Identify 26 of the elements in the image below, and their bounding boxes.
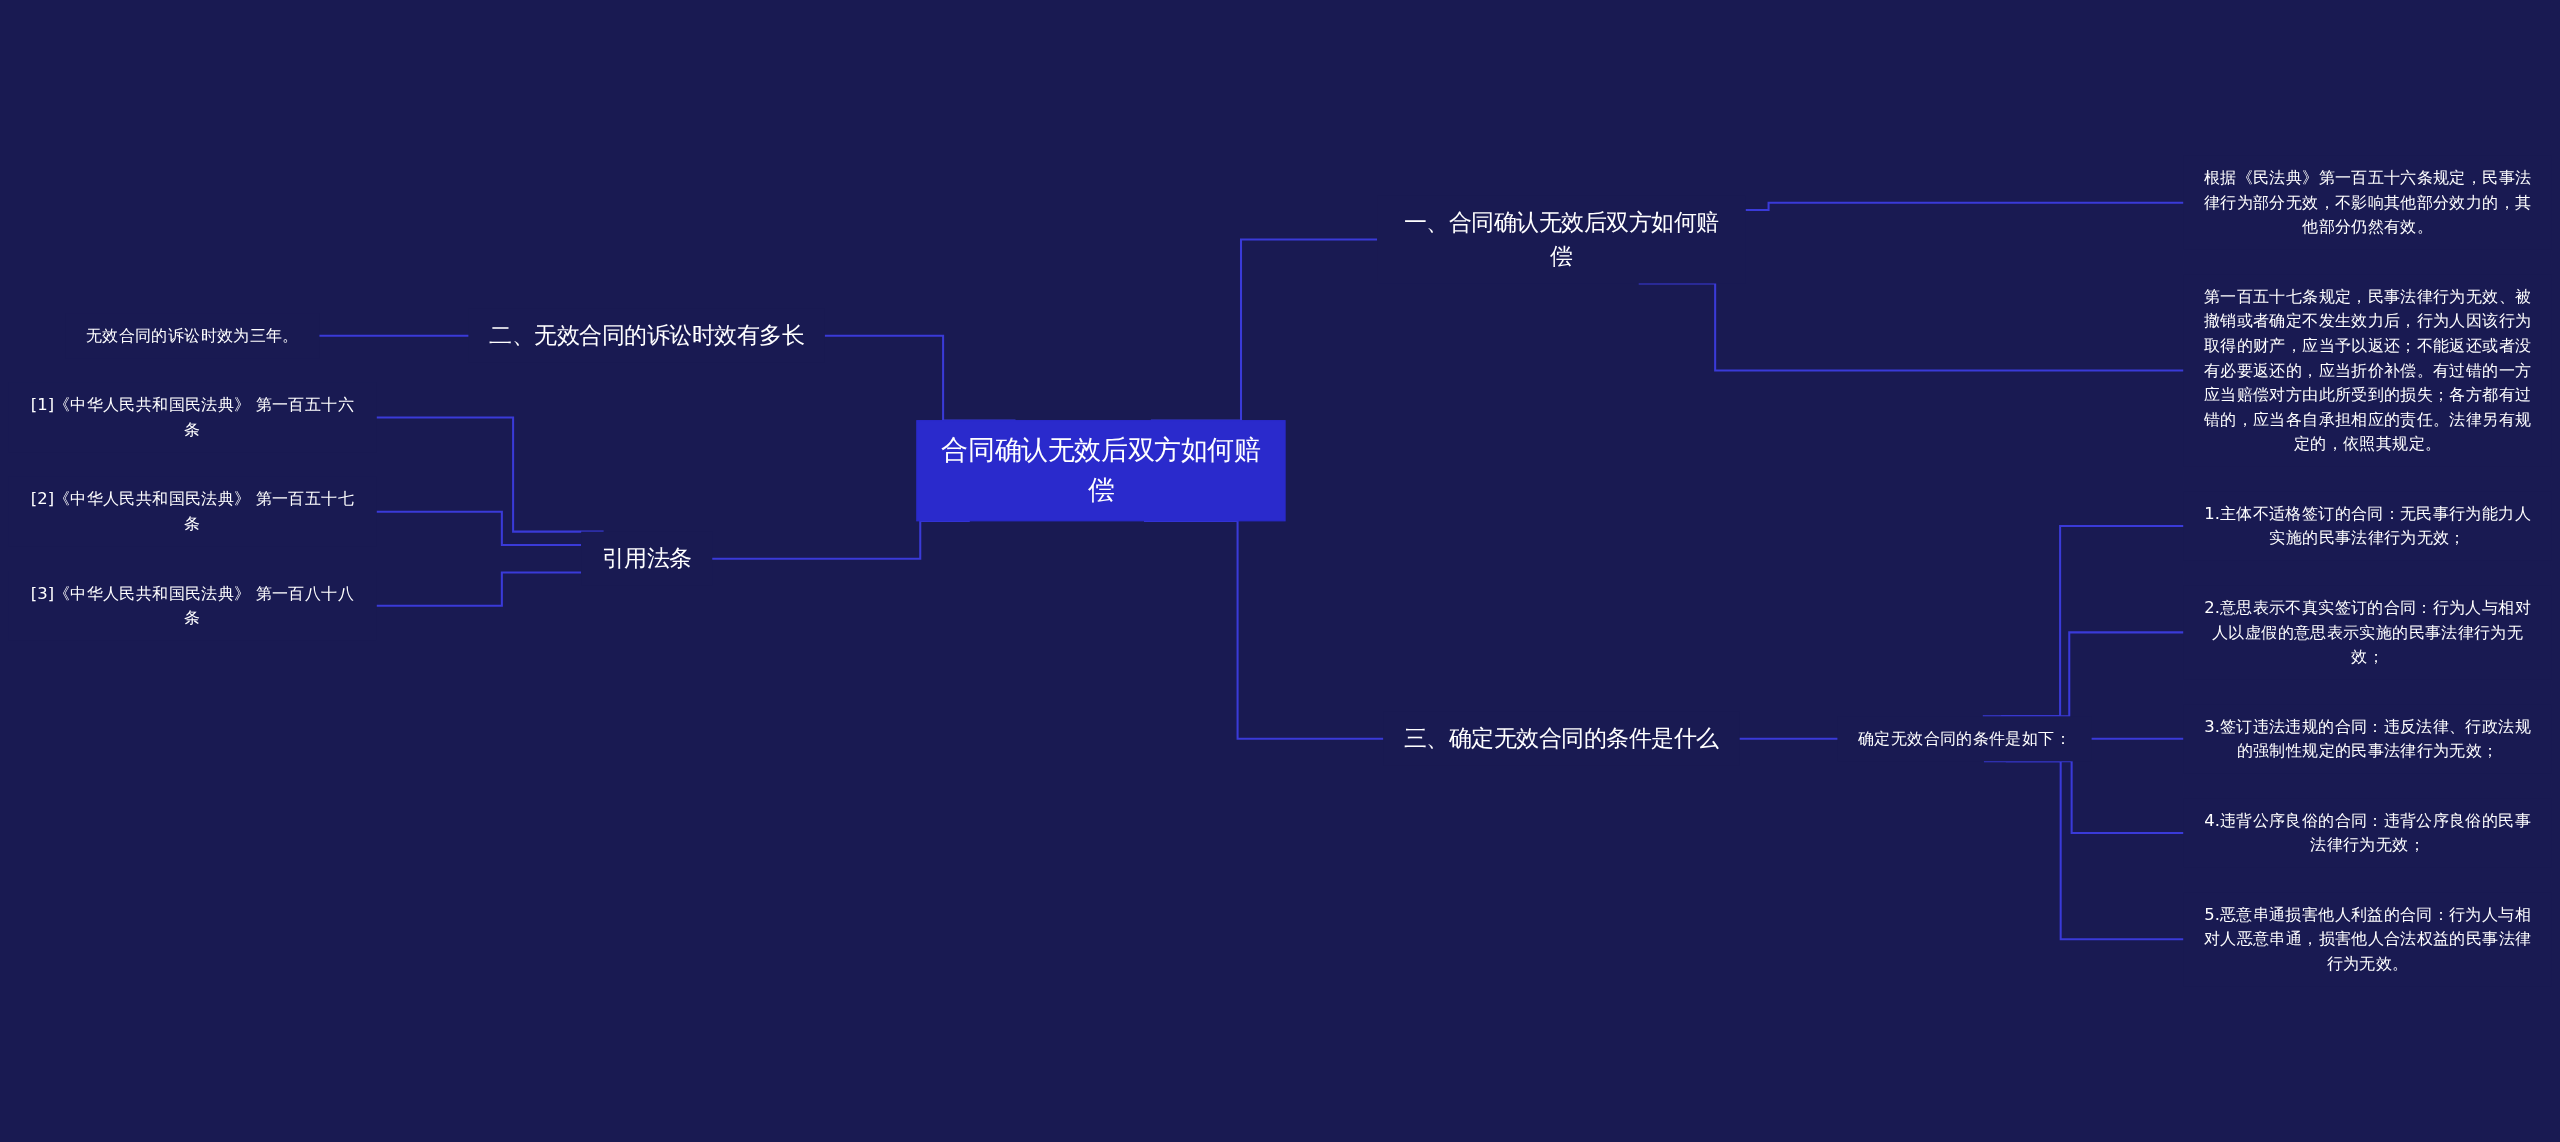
- node-text: 三、确定无效合同的条件是什么: [1403, 726, 1719, 752]
- connector: [1739, 737, 1838, 740]
- node-text: 5.恶意串通损害他人利益的合同：行为人与相对人恶意串通，损害他人合法权益的民事法律行为无效。: [2203, 904, 2532, 974]
- node-text: 4.违背公序良俗的合同：违背公序良俗的民事法律行为无效；: [2204, 810, 2531, 855]
- connector: [376, 571, 582, 607]
- node-text: 1.主体不适格签订的合同：无民事行为能力人实施的民事法律行为无效；: [2204, 503, 2531, 548]
- connector: [1982, 524, 2184, 718]
- node-text: 3.签订违法违规的合同：违反法律、行政法规的强制性规定的民事法律行为无效；: [2204, 716, 2531, 761]
- node-text: 二、无效合同的诉讼时效有多长: [489, 322, 805, 349]
- node-text: [3]《中华人民共和国民法典》 第一百八十八条: [30, 583, 354, 628]
- node-text: 第一百五十七条规定，民事法律行为无效、被撤销或者确定不发生效力后，行为人因该行为取得的财产，应当予以返还；不能返还或者没有必要返还的，应当折价补偿。有过错的一方应当赔偿对方由此所受到的损失；各方都有过错的，应当各自承担相应的责任。法律另有规定的，依照其规定。: [2203, 286, 2532, 454]
- node-text: 根据《民法典》第一百五十六条规定，民事法律行为部分无效，不影响其他部分效力的，其他部分仍然有效。: [2203, 167, 2532, 237]
- connector: [1983, 760, 2184, 941]
- connector: [1638, 282, 2184, 372]
- connector: [376, 416, 604, 533]
- node-box: 合同确认无效后双方如何赔偿: [916, 420, 1286, 522]
- node-text: 引用法条: [601, 545, 692, 572]
- connector: [319, 334, 469, 337]
- connector: [1745, 201, 2184, 212]
- node-text: 无效合同的诉讼时效为三年。: [85, 325, 299, 345]
- connector: [376, 510, 582, 546]
- node-text: [1]《中华人民共和国民法典》 第一百五十六条: [30, 395, 354, 440]
- node-text: [2]《中华人民共和国民法典》 第一百五十七条: [30, 489, 354, 534]
- connector: [2091, 737, 2184, 740]
- node-text: 2.意思表示不真实签订的合同：行为人与相对人以虚假的意思表示实施的民事法律行为无效；: [2204, 597, 2531, 667]
- connector: [2001, 631, 2184, 718]
